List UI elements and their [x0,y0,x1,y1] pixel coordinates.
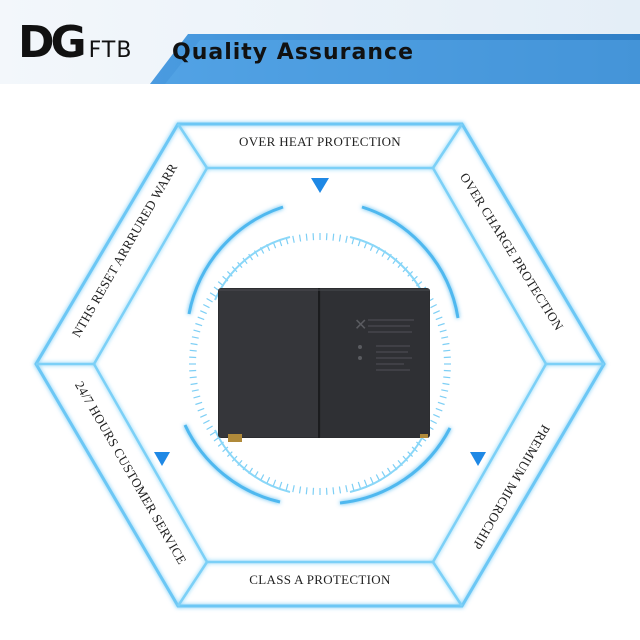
tick-mark [292,485,295,493]
tick-mark [433,413,440,418]
arrow-down-right-icon [470,452,486,466]
label-premium-microchip: PREMIUM MICROCHIP [470,422,554,552]
tick-mark [338,234,342,242]
header-banner: DG FTB Quality Assurance [0,0,640,84]
tick-mark [200,413,207,418]
hexagon-connectors [36,123,604,607]
tick-mark [195,401,203,406]
tick-mark [430,419,437,425]
logo-mark: DG [18,17,87,68]
tick-mark [200,310,207,315]
tick-mark [357,481,362,489]
label-class-a-protection: CLASS A PROTECTION [249,572,391,587]
tick-mark [226,270,233,277]
tick-mark [193,329,201,333]
tick-mark [369,477,374,484]
label-over-charge-protection: OVER CHARGE PROTECTION [457,170,567,333]
tick-mark [206,297,213,303]
tick-mark [430,303,437,309]
tick-mark [203,419,210,425]
tick-mark [443,376,451,379]
arrow-down-left-icon [154,452,170,466]
label-warranty: 12 MONTHS RESET ARRRURED WARRANTY [0,0,180,340]
tick-mark [209,292,217,298]
tick-mark [190,382,198,386]
tick-mark [305,233,308,241]
tick-mark [439,395,447,399]
tick-mark [272,479,277,487]
tick-mark [437,322,445,327]
tick-mark [248,253,254,261]
tick-mark [439,329,447,333]
tick-mark [392,257,398,265]
circle-arcs [183,205,460,505]
logo-sub: FTB [88,37,133,63]
tick-mark [351,483,355,491]
tick-mark [442,342,450,346]
tick-mark [411,275,418,282]
tick-mark [402,455,409,462]
tick-mark [197,407,205,412]
tick-mark [363,479,368,487]
tick-mark [285,483,289,491]
brand-logo: DG FTB [18,20,132,66]
tick-mark [206,425,213,431]
tick-mark [442,382,450,386]
tick-mark [441,336,449,339]
tick-mark [195,322,203,327]
tick-mark [443,349,451,352]
svg-text:✕: ✕ [354,315,367,334]
tick-mark [197,316,205,321]
page-title: Quality Assurance [172,40,415,65]
tick-mark [441,389,449,392]
tick-mark [332,233,335,241]
tick-mark [278,481,283,489]
tick-mark [435,407,443,412]
tablet-battery-image: ✕ [218,288,430,442]
tick-mark [298,234,302,242]
tick-mark [345,485,348,493]
tick-mark [292,235,295,243]
tick-mark [338,486,342,494]
tick-mark [437,401,445,406]
tick-mark [332,487,335,495]
tick-mark [203,303,210,309]
tick-mark [191,336,199,339]
tick-mark [190,342,198,346]
tick-mark [189,349,197,352]
label-customer-service: 24/7 HOURS CUSTOMER SERVICE [72,379,190,567]
tick-mark [435,316,443,321]
tick-mark [191,389,199,392]
tick-mark [298,486,302,494]
tick-mark [433,310,440,315]
tick-mark [189,376,197,379]
arrow-down-icon [311,178,329,193]
label-over-heat-protection: OVER HEAT PROTECTION [239,134,401,149]
tick-mark [305,487,308,495]
tick-mark [345,235,348,243]
header-background [0,0,640,84]
circle-arcs-inner [214,236,427,493]
tick-mark [193,395,201,399]
tick-mark [237,460,243,467]
